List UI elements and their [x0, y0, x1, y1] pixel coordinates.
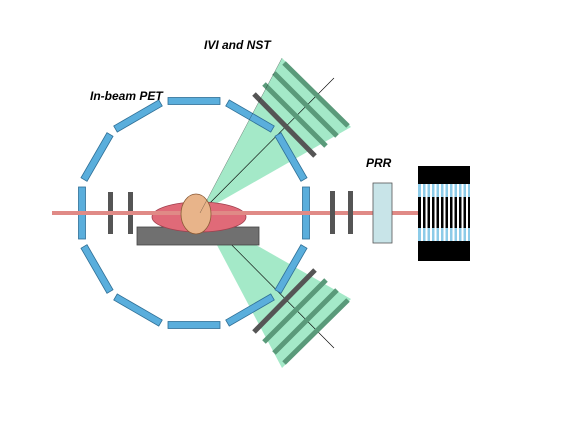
upper-ray: [199, 57, 283, 214]
upper-cone-plate-1: [252, 92, 317, 158]
prr-box: [372, 182, 393, 244]
detector-stripe: [425, 228, 428, 241]
label-prr: PRR: [366, 156, 392, 170]
pet-panel: [80, 132, 114, 182]
detector-stripe: [434, 184, 437, 197]
detector-stripe: [430, 197, 432, 228]
pet-panel: [113, 293, 163, 327]
detector-stripe: [443, 184, 446, 197]
detector-stripe: [457, 197, 459, 228]
detector-stripe: [430, 228, 432, 241]
detector-stripe: [457, 184, 459, 197]
upper-cone-plate-4: [282, 61, 350, 128]
detector-stripe: [434, 197, 437, 228]
lower-cone-plate-4: [282, 298, 350, 365]
detector-stripe: [425, 197, 428, 228]
pet-panel: [225, 99, 275, 133]
detector-stripe: [466, 197, 468, 228]
pet-panel: [225, 293, 275, 327]
detector-stripe: [452, 197, 455, 228]
right-plate-2: [348, 191, 353, 234]
pet-panel: [274, 132, 308, 182]
pet-panel: [80, 244, 114, 294]
detector-stripe: [461, 197, 464, 228]
detector-stripe: [461, 184, 464, 197]
detector-stripe: [439, 197, 441, 228]
detector-stripes: [421, 184, 468, 241]
pet-panel: [167, 321, 221, 329]
label-in-beam-pet: In-beam PET: [90, 89, 163, 103]
detector-stripe: [421, 197, 423, 228]
detector-stripe: [457, 228, 459, 241]
pet-panel: [113, 99, 163, 133]
pet-panel: [274, 244, 308, 294]
detector-stripe: [430, 184, 432, 197]
detector-stripe: [425, 184, 428, 197]
lower-cone-plate-3: [272, 288, 339, 355]
detector-stripe: [448, 197, 450, 228]
detector-stripe: [421, 184, 423, 197]
detector-stripe: [421, 228, 423, 241]
detector-stripe: [443, 197, 446, 228]
lower-cone-plate-1: [252, 268, 317, 334]
upper-cone-plate-3: [272, 71, 339, 138]
detector-stripe: [452, 184, 455, 197]
detector-stripe: [466, 228, 468, 241]
upper-cone-axis: [199, 77, 335, 214]
upper-cone-plate-2: [262, 82, 328, 148]
detector-stripe: [439, 228, 441, 241]
lower-cone-plate-2: [262, 278, 328, 344]
detector-stripe: [448, 228, 450, 241]
beam-dump-detector: [418, 166, 470, 261]
right-plate-1: [330, 191, 335, 234]
interaction-sphere: [180, 193, 212, 235]
detector-stripe: [439, 184, 441, 197]
detector-stripe: [448, 184, 450, 197]
pet-panel: [167, 97, 221, 105]
detector-stripe: [434, 228, 437, 241]
detector-stripe: [466, 184, 468, 197]
detector-stripe: [452, 228, 455, 241]
detector-stripe: [461, 228, 464, 241]
detector-stripe: [443, 228, 446, 241]
label-ivi-nst: IVI and NST: [204, 38, 271, 52]
